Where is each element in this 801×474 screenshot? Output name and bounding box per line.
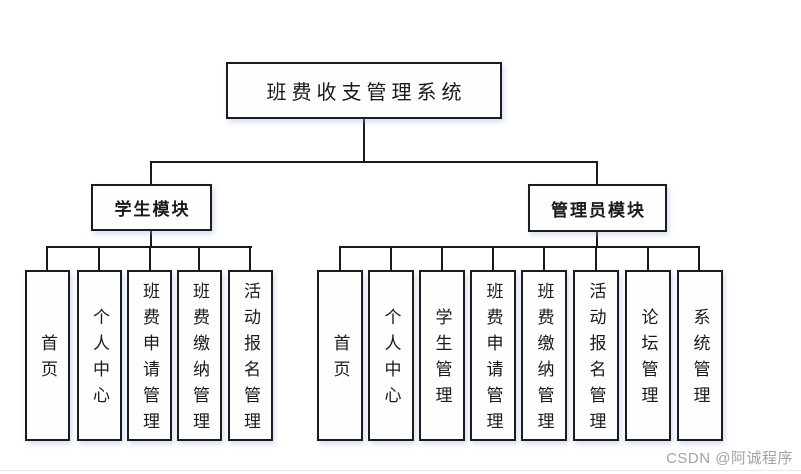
connector-line: [492, 246, 494, 270]
module-node-student: 学生模块: [91, 184, 212, 231]
leaf-node-admin-activity-registration: 活动报名管理: [573, 270, 619, 441]
leaf-label: 班费申请管理: [483, 282, 503, 438]
connector-line: [150, 161, 598, 163]
leaf-node-student-home: 首页: [25, 270, 70, 441]
module-node-label: 管理员模块: [551, 200, 646, 220]
connector-line: [647, 246, 649, 270]
module-node-label: 学生模块: [114, 200, 191, 219]
leaf-label: 论坛管理: [638, 308, 658, 412]
leaf-node-admin-personal-center: 个人中心: [368, 270, 414, 441]
leaf-label: 个人中心: [381, 308, 401, 412]
divider: [0, 470, 801, 471]
leaf-node-student-fee-payment: 班费缴纳管理: [177, 270, 222, 441]
connector-line: [198, 246, 200, 270]
leaf-node-admin-fee-application: 班费申请管理: [470, 270, 516, 441]
leaf-node-admin-fee-payment: 班费缴纳管理: [521, 270, 567, 441]
connector-line: [390, 246, 392, 270]
leaf-node-student-activity-registration: 活动报名管理: [228, 270, 273, 441]
leaf-label: 系统管理: [690, 308, 710, 412]
leaf-label: 首页: [330, 334, 350, 386]
leaf-node-student-fee-application: 班费申请管理: [127, 270, 172, 441]
leaf-node-admin-student-management: 学生管理: [419, 270, 465, 441]
leaf-label: 学生管理: [432, 308, 452, 412]
leaf-node-student-personal-center: 个人中心: [77, 270, 122, 441]
connector-line: [339, 246, 700, 248]
leaf-label: 班费申请管理: [140, 282, 159, 438]
leaf-label: 班费缴纳管理: [534, 282, 554, 438]
leaf-label: 首页: [38, 334, 57, 386]
leaf-label: 班费缴纳管理: [190, 282, 209, 438]
root-node-label: 班费收支管理系统: [266, 82, 467, 104]
connector-line: [149, 246, 151, 270]
connector-line: [441, 246, 443, 270]
connector-line: [596, 231, 598, 248]
leaf-label: 活动报名管理: [586, 282, 606, 438]
connector-line: [98, 246, 100, 270]
connector-line: [339, 246, 341, 270]
connector-line: [698, 246, 700, 270]
connector-line: [150, 161, 152, 184]
leaf-node-admin-forum-management: 论坛管理: [625, 270, 671, 441]
leaf-label: 活动报名管理: [241, 282, 260, 438]
connector-line: [46, 246, 48, 270]
leaf-node-admin-system-management: 系统管理: [677, 270, 723, 441]
leaf-label: 个人中心: [90, 308, 109, 412]
watermark: CSDN @阿诚程序: [666, 450, 793, 467]
connector-line: [249, 246, 251, 270]
connector-line: [595, 246, 597, 270]
leaf-node-admin-home: 首页: [317, 270, 363, 441]
connector-line: [596, 161, 598, 184]
module-node-admin: 管理员模块: [528, 184, 667, 232]
connector-line: [150, 230, 152, 248]
connector-line: [543, 246, 545, 270]
connector-line: [363, 118, 365, 163]
root-node: 班费收支管理系统: [226, 62, 502, 119]
